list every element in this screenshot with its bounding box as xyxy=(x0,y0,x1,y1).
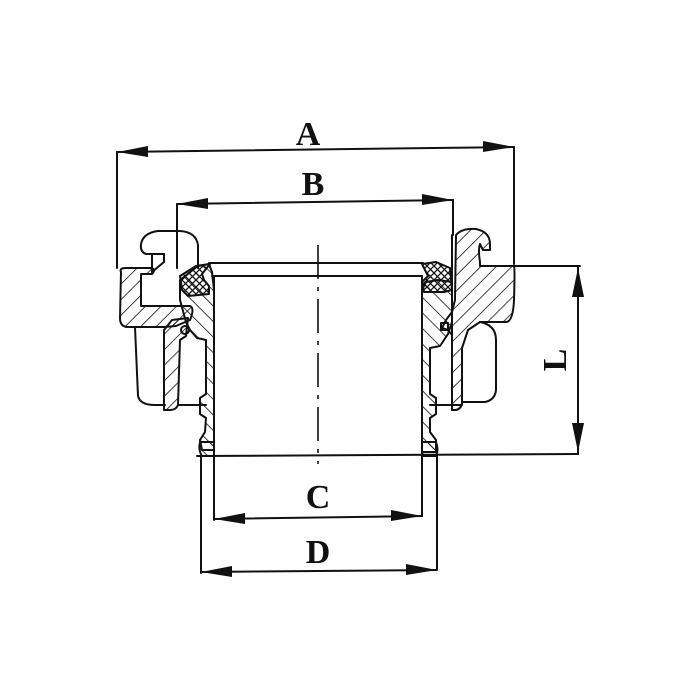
dimension-b-right-arrow-icon xyxy=(422,194,453,205)
dimension-b-line xyxy=(176,199,454,205)
dimension-b-label: B xyxy=(302,166,325,203)
dimension-a-label: A xyxy=(296,116,321,153)
dimension-l: L xyxy=(513,265,584,455)
left-sleeve-section xyxy=(163,317,189,411)
right-half-section xyxy=(421,227,516,453)
left-half-section xyxy=(119,230,215,451)
dimension-a-right-arrow-icon xyxy=(483,141,514,152)
dimension-b-left-arrow-icon xyxy=(177,198,208,209)
left-tail-section xyxy=(198,441,215,457)
left-claw-outline xyxy=(139,230,199,273)
dimension-d-line xyxy=(200,569,438,573)
dimension-c-line xyxy=(213,515,423,520)
right-o-ring-icon xyxy=(440,322,449,331)
right-claw-flange-section xyxy=(441,227,516,411)
base-line xyxy=(196,453,579,457)
dimension-d-left-arrow-icon xyxy=(201,566,232,577)
dimension-d-right-arrow-icon xyxy=(406,564,437,575)
right-skirt-outline xyxy=(461,321,497,403)
dimension-a-line xyxy=(116,146,515,153)
dimension-l-top-arrow-icon xyxy=(572,268,584,297)
dimension-c-left-arrow-icon xyxy=(214,513,245,524)
dimension-d: D xyxy=(200,455,438,577)
dimension-c-right-arrow-icon xyxy=(391,510,422,521)
dimension-c: C xyxy=(213,455,423,524)
dimension-a: A xyxy=(116,116,515,269)
right-tail-section xyxy=(421,441,439,457)
right-body-section xyxy=(421,279,453,453)
left-gasket-section xyxy=(179,263,211,297)
dimension-l-bottom-arrow-icon xyxy=(572,423,584,452)
left-o-ring-icon xyxy=(180,325,190,335)
left-skirt-outline xyxy=(134,326,166,406)
dimension-a-left-arrow-icon xyxy=(117,146,148,157)
dimension-d-label: D xyxy=(306,534,331,571)
dimension-b: B xyxy=(176,166,454,241)
dimension-l-label: L xyxy=(537,349,574,372)
right-gasket-section xyxy=(421,261,453,293)
dimension-c-label: C xyxy=(306,479,331,516)
left-flange-section xyxy=(119,267,194,328)
